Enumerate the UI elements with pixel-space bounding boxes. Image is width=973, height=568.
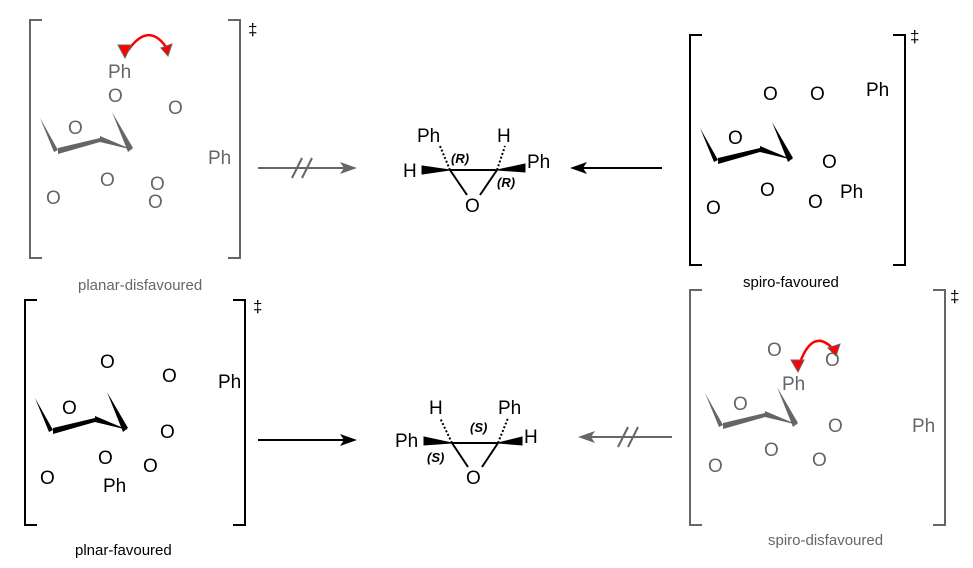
oxygen-atom: O <box>465 196 480 217</box>
hydrogen-label: H <box>429 398 443 419</box>
phenyl-label: Ph <box>395 431 418 452</box>
phenyl-label: Ph <box>527 152 550 173</box>
oxygen-atom: O <box>40 468 55 489</box>
phenyl-label: Ph <box>866 80 889 101</box>
phenyl-label: Ph <box>108 62 131 83</box>
label-planar-favoured: plnar-favoured <box>75 542 172 559</box>
arrow-bottom-left <box>258 434 357 446</box>
epoxide-rr: O H Ph H Ph (R) (R) <box>403 126 550 217</box>
ts-spiro-favoured: ‡ O O O O O O O Ph Ph spiro-favoured <box>689 27 919 291</box>
ts-spiro-disfavoured: ‡ O O O O O O O Ph Ph spiro-disfavoured <box>689 287 959 549</box>
oxygen-atom: O <box>168 98 183 119</box>
transition-state-dagger: ‡ <box>950 287 959 306</box>
arrow-blocked-bottom <box>578 426 672 448</box>
arrowhead-icon <box>790 343 841 374</box>
phenyl-label: Ph <box>417 126 440 147</box>
oxygen-atom: O <box>148 192 163 213</box>
oxygen-atom: O <box>733 394 748 415</box>
stereo-descriptor: (R) <box>497 175 515 190</box>
oxygen-atom: O <box>706 198 721 219</box>
stereo-descriptor: (S) <box>427 450 444 465</box>
stereo-descriptor: (S) <box>470 420 487 435</box>
oxygen-atom: O <box>825 350 840 371</box>
oxygen-atom: O <box>822 152 837 173</box>
epoxide-ss: O Ph H Ph H (S) (S) <box>395 398 538 489</box>
label-spiro-disfavoured: spiro-disfavoured <box>768 532 883 549</box>
oxygen-atom: O <box>828 416 843 437</box>
oxygen-atom: O <box>466 468 481 489</box>
oxygen-atom: O <box>108 86 123 107</box>
oxygen-atom: O <box>764 440 779 461</box>
oxygen-atom: O <box>62 398 77 419</box>
oxygen-atom: O <box>763 84 778 105</box>
ts-planar-favoured: ‡ O O O O O O O Ph Ph plnar-favoured <box>24 297 262 559</box>
oxygen-atom: O <box>767 340 782 361</box>
phenyl-label: Ph <box>840 182 863 203</box>
arrow-blocked-top <box>258 157 357 179</box>
oxygen-atom: O <box>46 188 61 209</box>
oxygen-atom: O <box>810 84 825 105</box>
phenyl-label: Ph <box>912 416 935 437</box>
label-spiro-favoured: spiro-favoured <box>743 274 839 291</box>
oxygen-atom: O <box>160 422 175 443</box>
transition-state-dagger: ‡ <box>248 20 257 39</box>
hydrogen-label: H <box>497 126 511 147</box>
oxygen-atom: O <box>812 450 827 471</box>
label-planar-disfavoured: planar-disfavoured <box>78 277 202 294</box>
oxygen-atom: O <box>143 456 158 477</box>
ts-planar-disfavoured: ‡ O O O O O O O Ph Ph planar-disfavoured <box>29 19 257 294</box>
oxygen-atom: O <box>808 192 823 213</box>
phenyl-label: Ph <box>498 398 521 419</box>
arrow-top-right <box>570 162 662 174</box>
hydrogen-label: H <box>403 161 417 182</box>
oxygen-atom: O <box>98 448 113 469</box>
oxygen-atom: O <box>100 352 115 373</box>
phenyl-label: Ph <box>208 148 231 169</box>
transition-state-dagger: ‡ <box>253 297 262 316</box>
oxygen-atom: O <box>68 118 83 139</box>
oxygen-atom: O <box>150 174 165 195</box>
hydrogen-label: H <box>524 427 538 448</box>
oxygen-atom: O <box>728 128 743 149</box>
phenyl-label: Ph <box>782 374 805 395</box>
phenyl-label: Ph <box>103 476 126 497</box>
arrowhead-icon <box>117 43 173 60</box>
transition-state-dagger: ‡ <box>910 27 919 46</box>
oxygen-atom: O <box>760 180 775 201</box>
oxygen-atom: O <box>708 456 723 477</box>
phenyl-label: Ph <box>218 372 241 393</box>
oxygen-atom: O <box>162 366 177 387</box>
oxygen-atom: O <box>100 170 115 191</box>
stereo-descriptor: (R) <box>451 151 469 166</box>
